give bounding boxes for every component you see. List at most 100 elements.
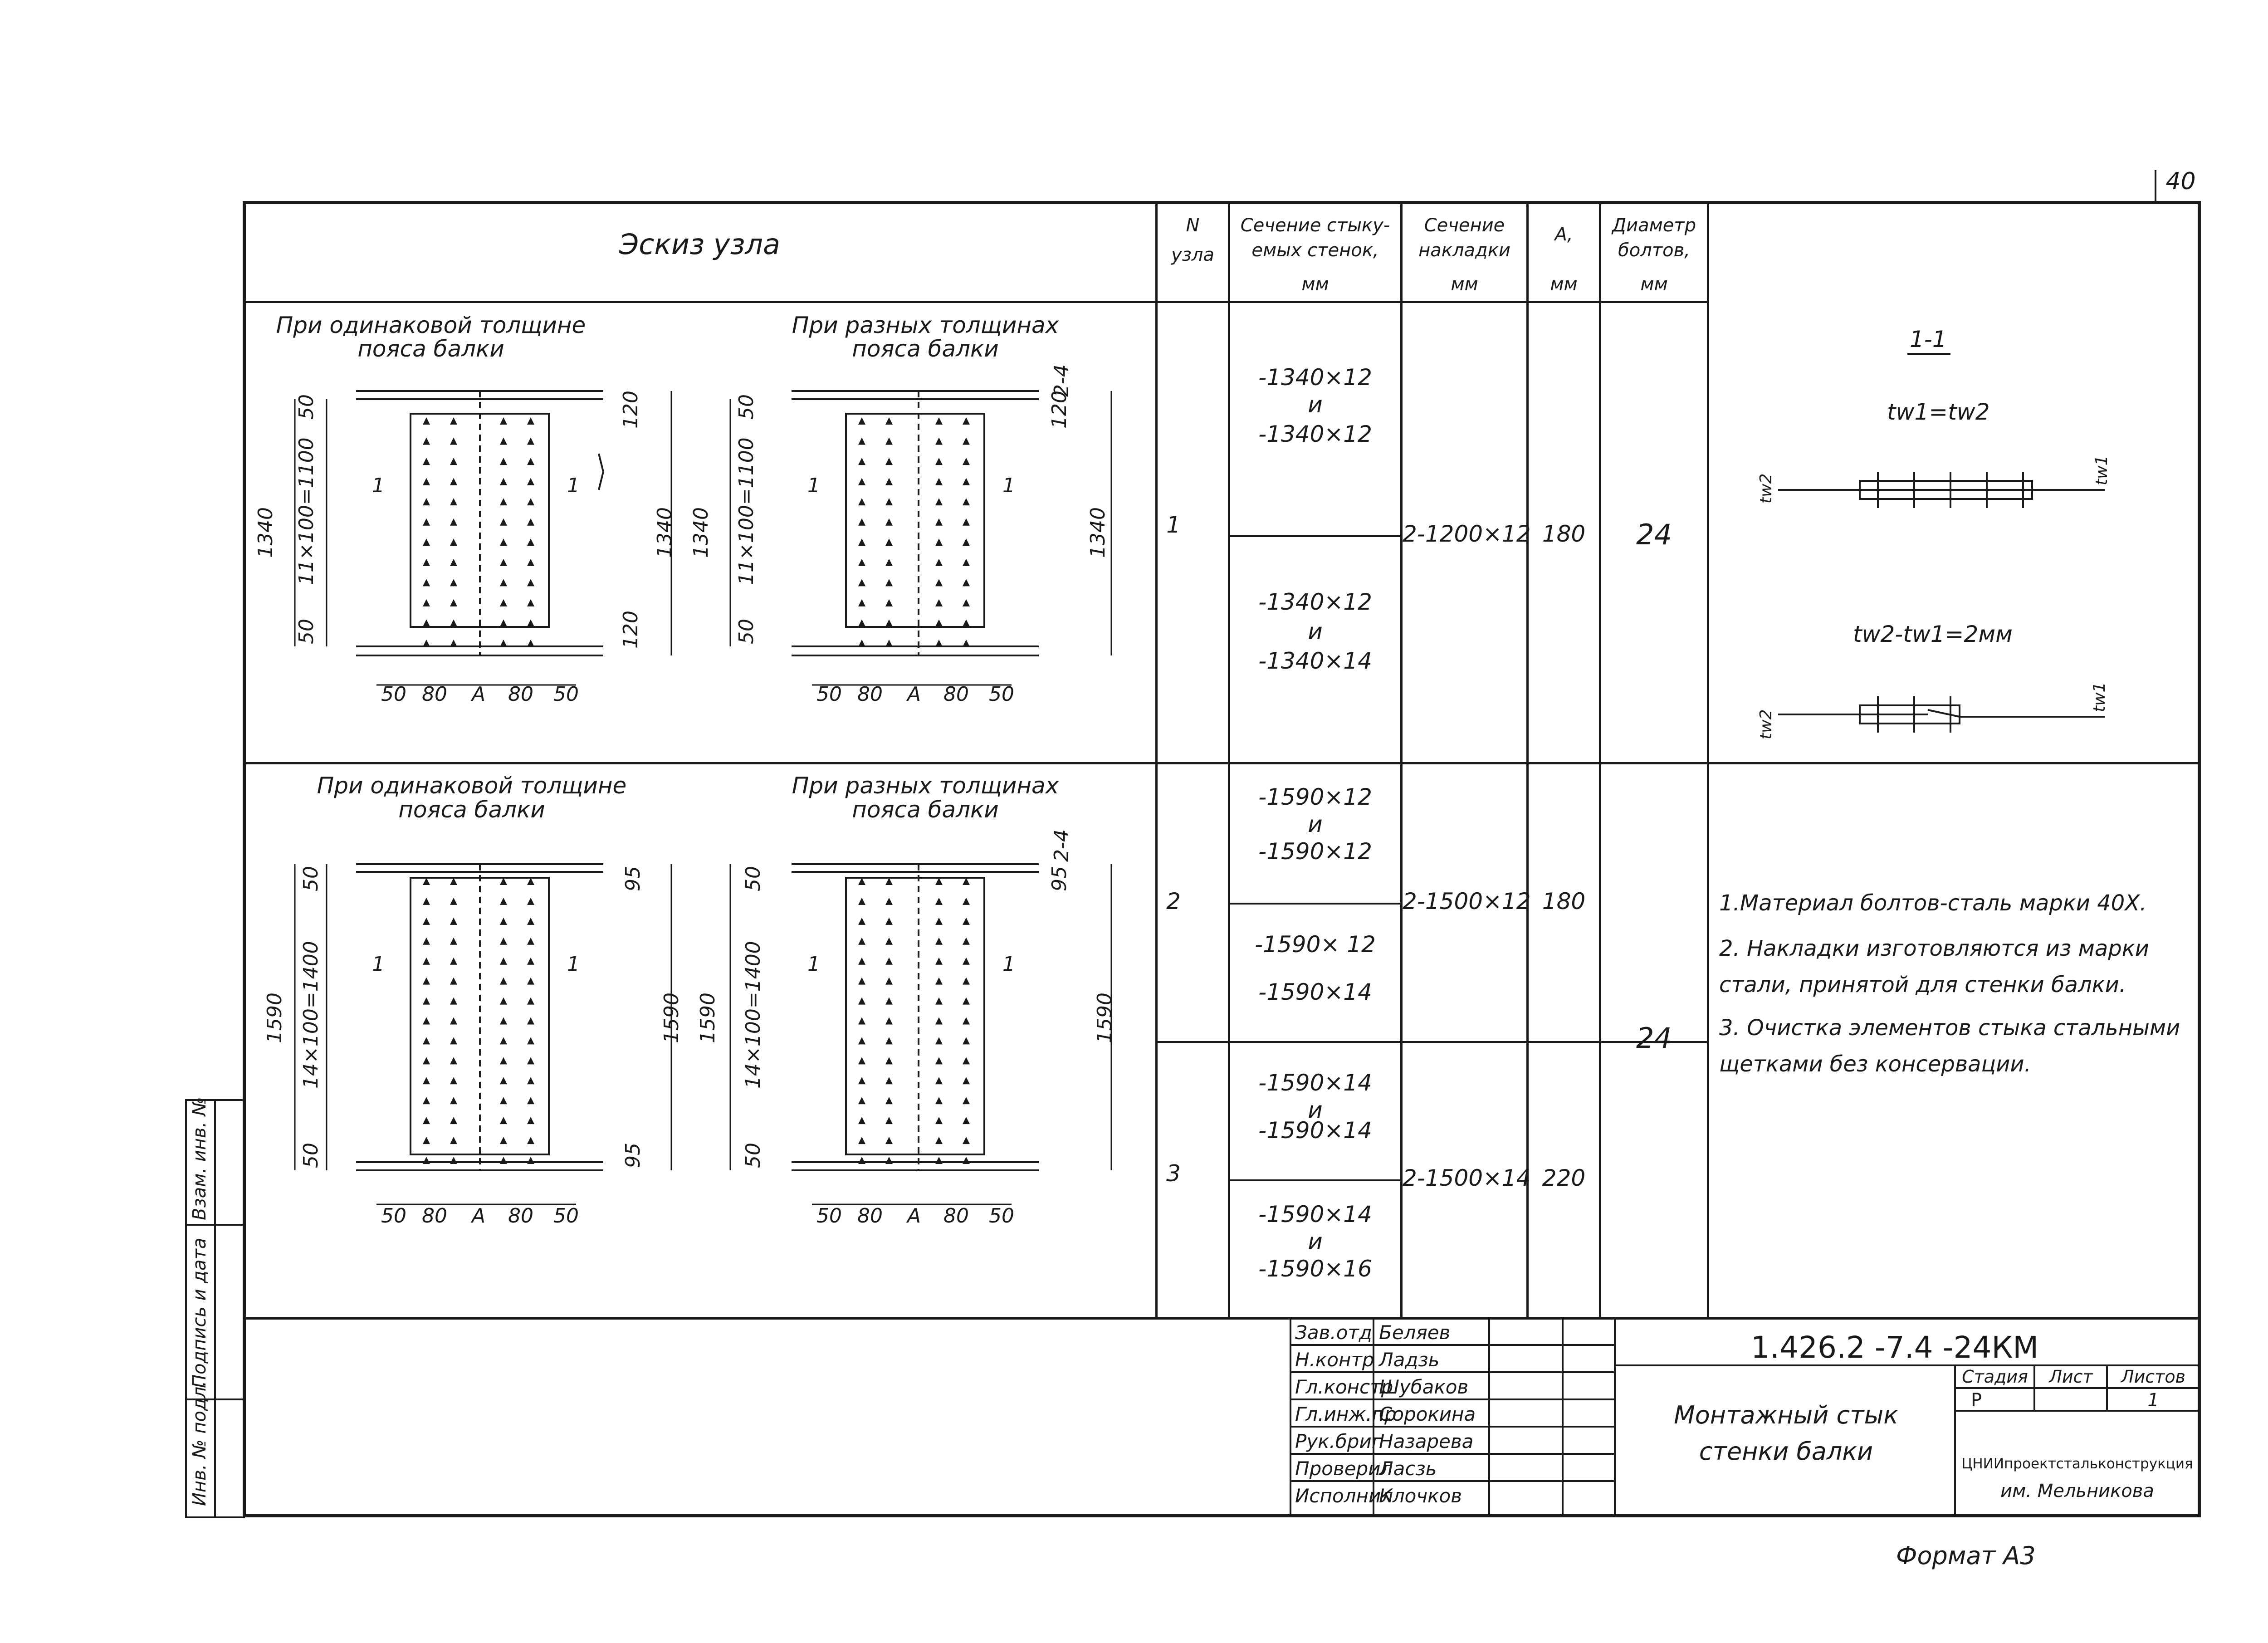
stage-header: Стадия	[1962, 1367, 2028, 1387]
bolt-marker	[423, 1077, 430, 1085]
sheet-number-divider	[2155, 170, 2156, 204]
caption-r1-equal-2: пояса балки	[357, 336, 504, 362]
r1-dim-2: А	[470, 683, 485, 706]
bolt-marker	[935, 437, 943, 445]
bolt-marker	[935, 1017, 943, 1025]
bolt-marker	[423, 1157, 430, 1164]
header-pad-section-unit: мм	[1451, 274, 1478, 295]
bolt-marker	[858, 478, 865, 485]
bolt-marker	[935, 458, 943, 465]
bolt-marker	[858, 1157, 865, 1164]
bolt-marker	[963, 599, 970, 606]
bolt-marker	[885, 937, 893, 945]
bolt-marker	[527, 897, 534, 905]
wall-3a-2: и	[1308, 1097, 1323, 1123]
bolt-marker	[500, 599, 507, 606]
document-name-1: Монтажный стык	[1674, 1401, 1898, 1429]
wall-3b-2: и	[1308, 1228, 1323, 1255]
caption-r1-diff-2: пояса балки	[852, 336, 999, 362]
bolt-marker	[858, 640, 865, 647]
bolt-marker	[450, 977, 457, 985]
bolt-marker	[858, 997, 865, 1005]
bolt-marker	[450, 538, 457, 546]
document-code: 1.426.2 -7.4 -24КМ	[1751, 1330, 2039, 1365]
bolt-marker	[450, 619, 457, 627]
bolt-marker	[858, 878, 865, 885]
r1d-sec-left: 1	[807, 474, 820, 497]
bolt-marker	[963, 917, 970, 925]
r2d-sec-right: 1	[1002, 953, 1015, 976]
bolt-marker	[527, 579, 534, 587]
bolt-marker	[527, 1137, 534, 1144]
r1d-overall-left: 1340	[689, 507, 713, 558]
bolt-marker	[963, 619, 970, 627]
bolt-marker	[527, 599, 534, 606]
header-bolt-1: Диаметр	[1612, 215, 1696, 236]
person-4: Назарева	[1379, 1430, 1474, 1452]
bolt-marker	[963, 1097, 970, 1105]
bolt-marker	[935, 518, 943, 526]
side-stamp-inv: Инв. № подл.	[189, 1381, 210, 1506]
r1-dim-4: 50	[553, 683, 579, 706]
bolt-marker	[423, 957, 430, 965]
bolt-marker	[885, 977, 893, 985]
bolt-marker	[963, 997, 970, 1005]
r2-dim-0: 50	[381, 1204, 406, 1227]
r2d-dim-1: 80	[857, 1204, 883, 1227]
pad-1: 2-1200×12	[1403, 521, 1531, 547]
section-eq: tw1=tw2	[1887, 399, 1990, 425]
caption-r2-equal-1: При одинаковой толщине	[317, 773, 627, 799]
bolt-marker	[858, 1017, 865, 1025]
bolt-marker	[963, 640, 970, 647]
bolt-marker	[963, 937, 970, 945]
section-diff-tw1: tw1	[2090, 682, 2109, 712]
header-wall-section-2: емых стенок,	[1251, 240, 1379, 261]
wall-1b-3: -1340×14	[1258, 648, 1372, 674]
bolt-marker	[500, 878, 507, 885]
bolt-marker	[423, 417, 430, 425]
r2-pad-edge-bottom: 95	[621, 1143, 645, 1168]
sketch-r2-diff	[792, 863, 1039, 1171]
bolt-marker	[935, 1157, 943, 1164]
bolt-marker	[885, 1057, 893, 1065]
r2-overall-left: 1590	[263, 993, 286, 1043]
r2-sec-left: 1	[372, 953, 385, 976]
bolt-marker	[963, 878, 970, 885]
bolt-marker	[885, 458, 893, 465]
r2-edge-top: 50	[299, 866, 323, 891]
bolt-marker	[527, 619, 534, 627]
header-a: А,	[1554, 224, 1573, 245]
bolt-marker	[935, 538, 943, 546]
r1-sec-right: 1	[567, 474, 580, 497]
bolt-marker	[935, 1037, 943, 1045]
bolt-marker	[963, 538, 970, 546]
r2-dim-2: А	[470, 1204, 485, 1227]
organization-1: ЦНИИпроектстальконструкция	[1961, 1456, 2193, 1472]
bolt-marker	[885, 558, 893, 566]
r2d-dim-3: 80	[943, 1204, 969, 1227]
note-3a: 3. Очистка элементов стыка стальными	[1719, 1015, 2180, 1041]
bolt-marker	[450, 437, 457, 445]
bolt-marker	[858, 437, 865, 445]
bolt-marker	[885, 917, 893, 925]
bolt-marker	[450, 1157, 457, 1164]
role-1: Н.контр	[1295, 1349, 1374, 1371]
r2d-dim-0: 50	[816, 1204, 842, 1227]
bolt-23: 24	[1636, 1022, 1672, 1055]
wall-2a-3: -1590×12	[1258, 838, 1372, 865]
r2-dim-3: 80	[508, 1204, 533, 1227]
bolt-marker	[963, 1057, 970, 1065]
bolt-marker	[423, 1097, 430, 1105]
bolt-marker	[450, 599, 457, 606]
bolt-marker	[963, 1117, 970, 1125]
bolt-marker	[527, 558, 534, 566]
r2d-edge-top: 50	[742, 866, 765, 891]
bolt-marker	[858, 498, 865, 506]
bolt-marker	[963, 498, 970, 506]
bolt-marker	[858, 458, 865, 465]
bolt-marker	[500, 619, 507, 627]
header-wall-section-unit: мм	[1301, 274, 1329, 295]
r1d-gap: 2-4	[1050, 364, 1073, 397]
bolt-marker	[500, 1017, 507, 1025]
